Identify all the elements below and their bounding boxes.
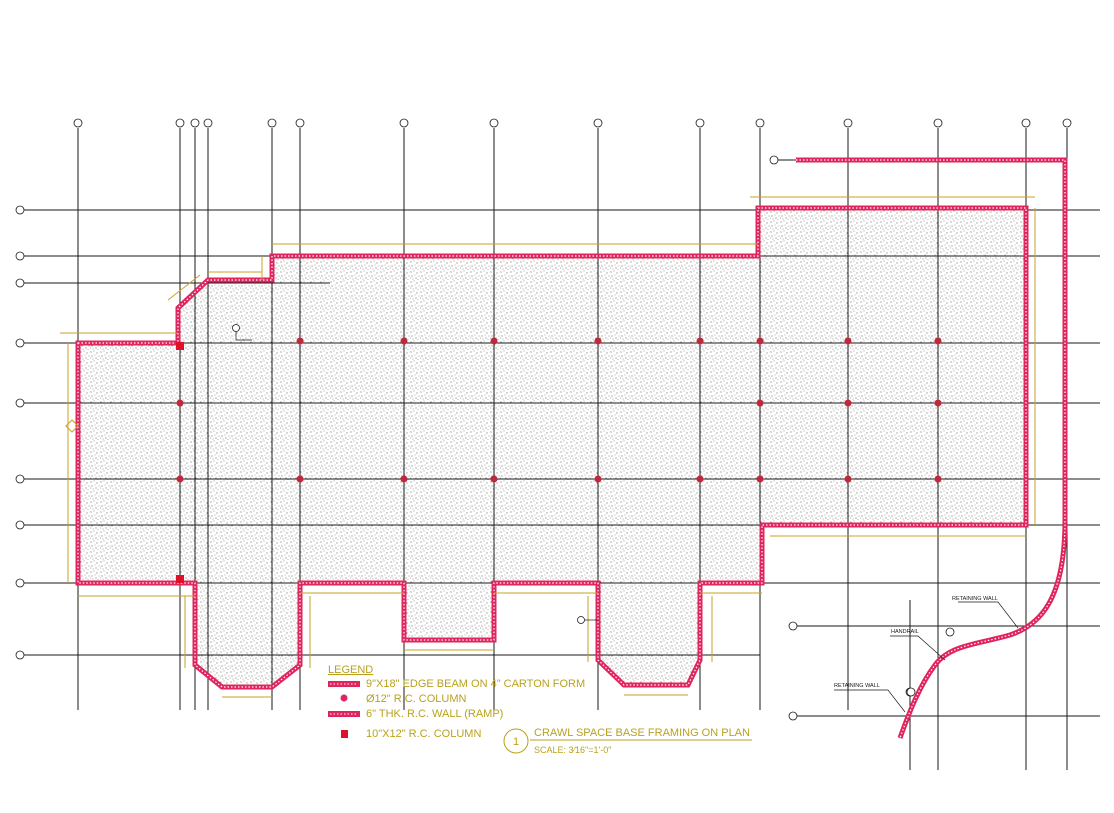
round-column — [176, 399, 184, 407]
ramp-retaining-wall — [796, 157, 1068, 739]
grid-bubble — [399, 118, 409, 128]
columns — [176, 337, 942, 583]
drawing-number: 1 — [513, 736, 519, 748]
drawing-scale: SCALE: 3⁄16"=1'-0" — [534, 745, 611, 755]
grid-bubble — [593, 118, 603, 128]
dimension-lines — [60, 196, 1036, 698]
legend-label: 10"X12" R.C. COLUMN — [366, 728, 481, 740]
drawing-title: CRAWL SPACE BASE FRAMING ON PLAN — [534, 727, 750, 739]
handrail-note: HANDRAIL — [891, 629, 919, 635]
round-column — [934, 475, 942, 483]
handrail-tag-marker — [945, 627, 955, 637]
round-column — [594, 475, 602, 483]
round-column — [400, 475, 408, 483]
legend-item-round-column: Ø12" R.C. COLUMN — [340, 693, 467, 705]
slab-fill — [78, 208, 1026, 687]
legend-label: 6" THK. R.C. WALL (RAMP) — [366, 708, 503, 720]
grid-bubble — [788, 711, 798, 721]
wall-notes: RETAINING WALL HANDRAIL RETAINING WALL — [834, 596, 998, 689]
square-column-swatch — [341, 730, 348, 738]
section-tag-marker — [577, 616, 585, 624]
round-column — [400, 337, 408, 345]
legend-title: LEGEND — [328, 664, 373, 676]
wall-tag-marker — [906, 687, 916, 697]
round-column — [176, 475, 184, 483]
section-tag-marker — [232, 324, 240, 332]
horizontal-grid-lines — [15, 155, 1100, 721]
legend-item-ramp-wall: 6" THK. R.C. WALL (RAMP) — [328, 708, 503, 720]
grid-bubble — [203, 118, 213, 128]
drawing-title-block: 1 CRAWL SPACE BASE FRAMING ON PLAN SCALE… — [503, 727, 752, 755]
grid-bubble — [1062, 118, 1072, 128]
round-column — [934, 337, 942, 345]
edge-beam-outline — [75, 205, 1029, 690]
grid-bubble — [190, 118, 200, 128]
legend-label: Ø12" R.C. COLUMN — [366, 693, 467, 705]
grid-bubble — [933, 118, 943, 128]
round-column-swatch — [340, 694, 348, 702]
round-column — [296, 475, 304, 483]
grid-bubble — [15, 578, 25, 588]
round-column — [756, 475, 764, 483]
grid-bubble — [15, 278, 25, 288]
legend-item-square-column: 10"X12" R.C. COLUMN — [341, 728, 481, 740]
grid-bubble — [15, 650, 25, 660]
grid-bubble — [175, 118, 185, 128]
grid-bubble — [73, 118, 83, 128]
grid-bubble — [15, 520, 25, 530]
round-column — [296, 337, 304, 345]
round-column — [844, 399, 852, 407]
grid-bubble — [15, 251, 25, 261]
square-column — [176, 342, 184, 350]
legend-label: 9"X18" EDGE BEAM ON 4" CARTON FORM — [366, 678, 585, 690]
round-column — [844, 475, 852, 483]
grid-bubble — [15, 474, 25, 484]
legend-item-edge-beam: 9"X18" EDGE BEAM ON 4" CARTON FORM — [328, 678, 585, 690]
round-column — [756, 337, 764, 345]
grid-bubble — [1021, 118, 1031, 128]
grid-bubble — [755, 118, 765, 128]
square-column — [176, 575, 184, 583]
grid-bubble — [295, 118, 305, 128]
round-column — [934, 399, 942, 407]
grid-bubble — [843, 118, 853, 128]
grid-bubble — [15, 338, 25, 348]
grid-bubble — [788, 621, 798, 631]
grid-bubble — [15, 205, 25, 215]
grid-bubble — [489, 118, 499, 128]
retaining-wall-note-lower: RETAINING WALL — [834, 683, 880, 689]
round-column — [490, 337, 498, 345]
round-column — [594, 337, 602, 345]
round-column — [696, 337, 704, 345]
round-column — [696, 475, 704, 483]
legend: LEGEND 9"X18" EDGE BEAM ON 4" CARTON FOR… — [328, 664, 585, 740]
grid-bubble — [769, 155, 779, 165]
round-column — [844, 337, 852, 345]
grid-bubble — [15, 398, 25, 408]
round-column — [756, 399, 764, 407]
grid-bubble — [695, 118, 705, 128]
grid-bubble — [267, 118, 277, 128]
round-column — [490, 475, 498, 483]
plan-annotations — [65, 282, 1019, 713]
elevation-marker — [65, 419, 79, 433]
drawing-number-bubble — [503, 728, 529, 754]
retaining-wall-note-upper: RETAINING WALL — [952, 596, 998, 602]
